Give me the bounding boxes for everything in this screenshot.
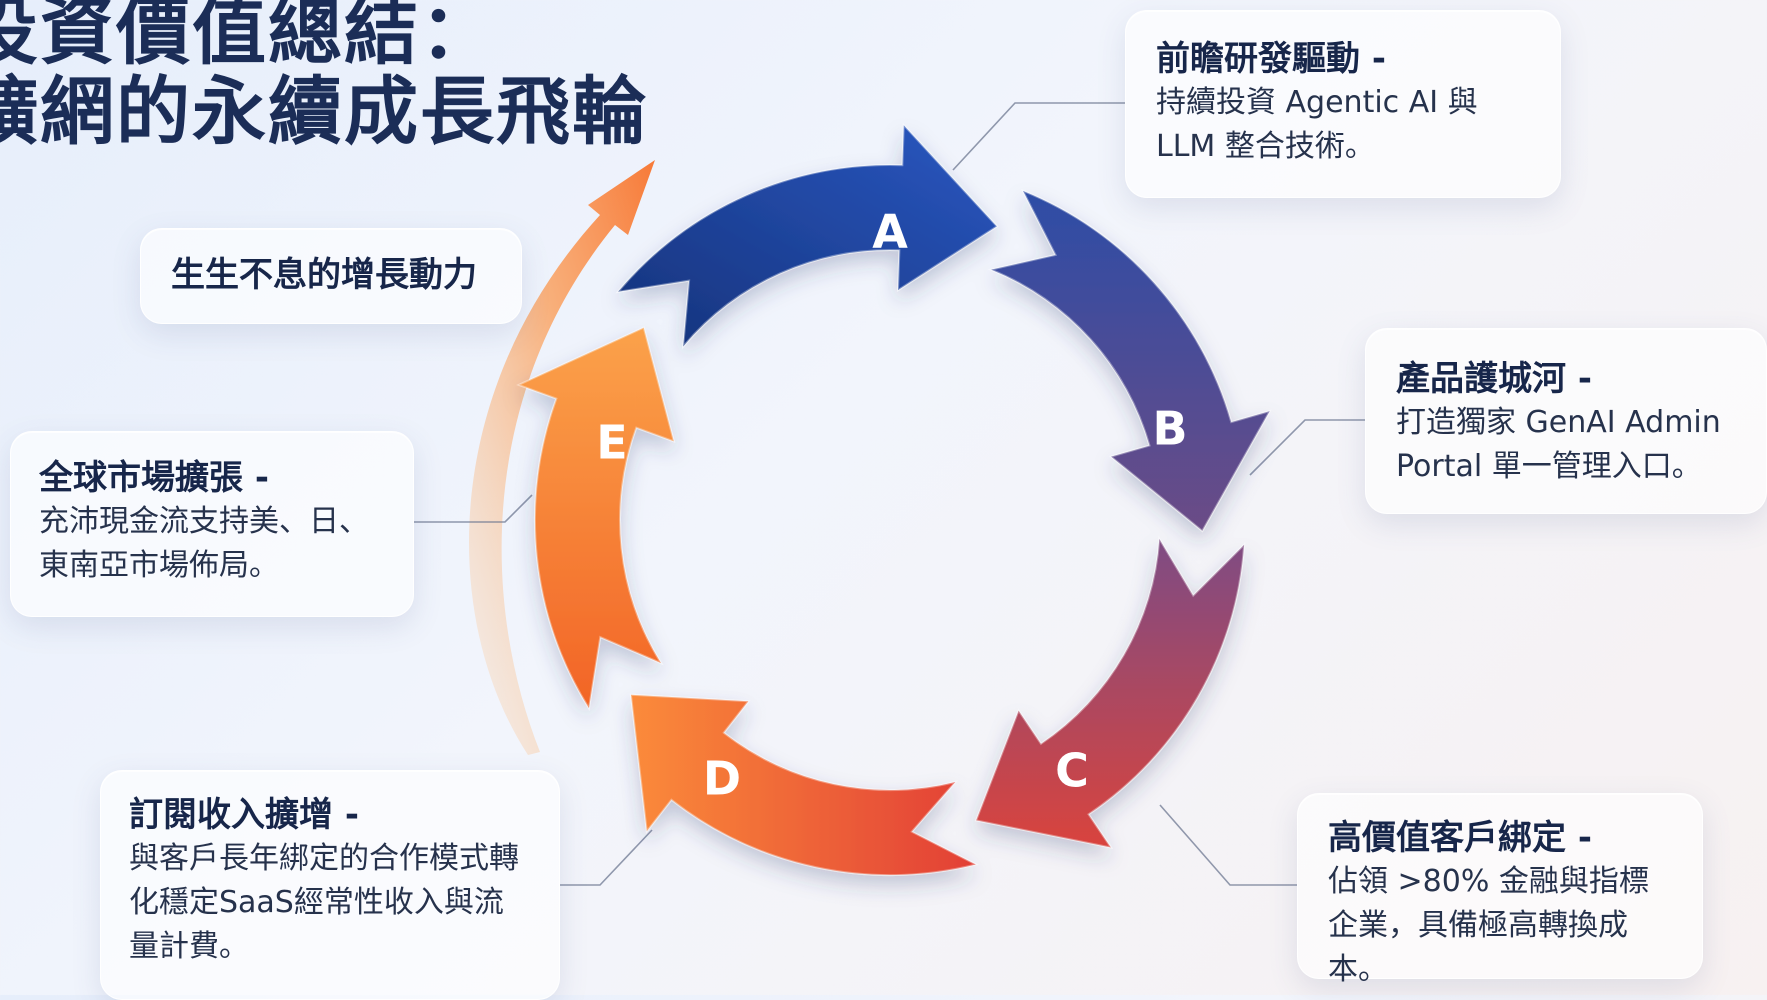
connector-b: [1249, 419, 1365, 476]
segment-letter-b: B: [1152, 402, 1187, 456]
card-e: 全球市場擴張 - 充沛現金流支持美、日、東南亞市場佈局。: [10, 431, 414, 617]
card-d-heading: 訂閱收入擴增 -: [129, 795, 359, 835]
segment-letter-c: C: [1055, 744, 1089, 798]
card-d: 訂閱收入擴增 - 與客戶長年綁定的合作模式轉化穩定SaaS經常性收入與流量計費。: [100, 770, 560, 1000]
connector-e: [414, 494, 533, 523]
card-c-body: 佔領 >80% 金融與指標企業，具備極高轉換成本。: [1328, 864, 1649, 987]
slide-title-line-2: 擴網的永續成長飛輪: [0, 69, 648, 155]
flywheel-segment-c: [974, 535, 1246, 849]
segment-letter-a: A: [872, 205, 908, 259]
connector-a: [952, 102, 1125, 171]
flywheel-segment-d: [629, 693, 979, 876]
growth-label-card: 生生不息的增長動力: [140, 228, 522, 324]
segment-letter-e: E: [596, 416, 627, 470]
connector-d: [560, 829, 653, 886]
card-a-body: 持續投資 Agentic AI 與 LLM 整合技術。: [1156, 85, 1478, 164]
card-b: 產品護城河 - 打造獨家 GenAI Admin Portal 單一管理入口。: [1365, 328, 1767, 514]
card-e-heading: 全球市場擴張 -: [39, 458, 269, 498]
flywheel-segment-e: [516, 326, 676, 711]
card-c-heading: 高價值客戶綁定 -: [1328, 818, 1592, 858]
card-b-heading: 產品護城河 -: [1396, 359, 1592, 399]
card-a: 前瞻研發驅動 - 持續投資 Agentic AI 與 LLM 整合技術。: [1125, 10, 1561, 198]
card-b-body: 打造獨家 GenAI Admin Portal 單一管理入口。: [1396, 405, 1721, 484]
card-d-body: 與客戶長年綁定的合作模式轉化穩定SaaS經常性收入與流量計費。: [129, 841, 519, 964]
flywheel-segment-b: [987, 188, 1272, 533]
growth-swoosh-arrow: [469, 160, 655, 755]
flywheel-segment-a: [615, 122, 999, 350]
segment-letter-d: D: [703, 752, 741, 806]
growth-label: 生生不息的增長動力: [171, 255, 477, 295]
card-c: 高價值客戶綁定 - 佔領 >80% 金融與指標企業，具備極高轉換成本。: [1297, 793, 1703, 987]
card-e-body: 充沛現金流支持美、日、東南亞市場佈局。: [39, 504, 369, 583]
connector-c: [1159, 804, 1297, 886]
slide-title-line-1: 投資價值總結：: [0, 0, 496, 75]
card-a-heading: 前瞻研發驅動 -: [1156, 39, 1386, 79]
